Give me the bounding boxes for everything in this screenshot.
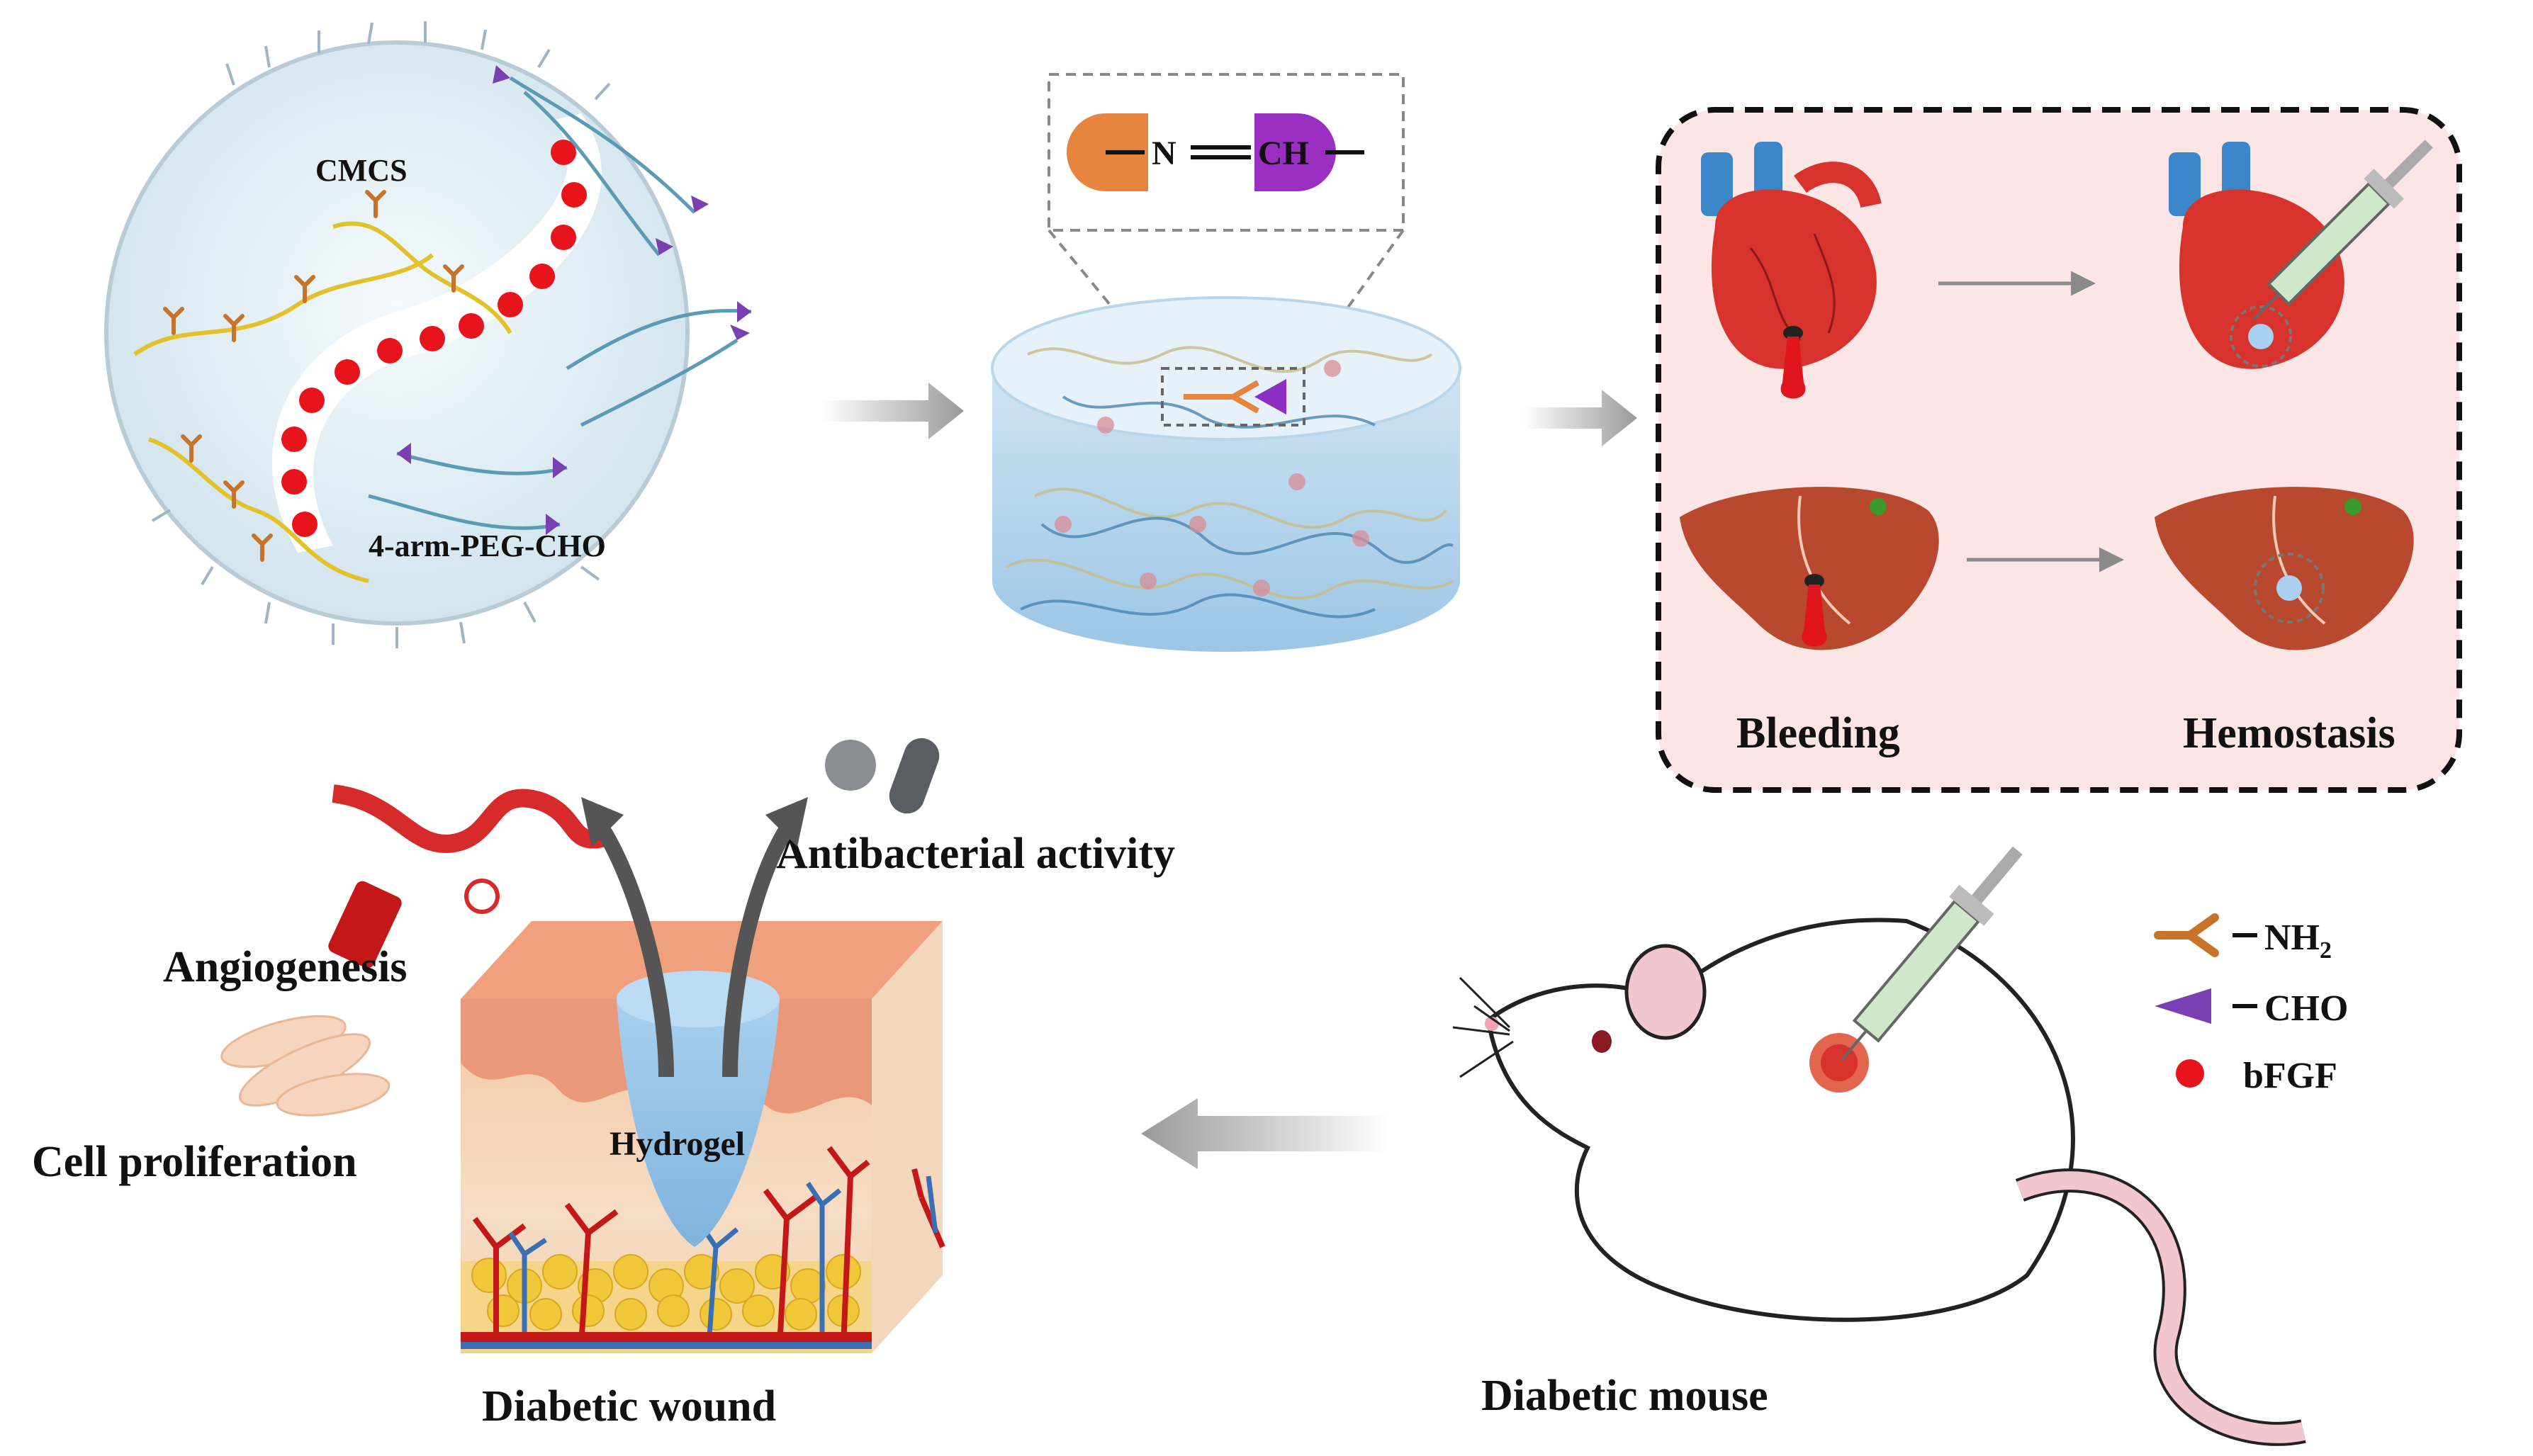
arrow-to-wound bbox=[1141, 1098, 1389, 1169]
crosslink-highlight bbox=[1161, 367, 1305, 427]
hemostasis-panel: Bleeding Hemostasis bbox=[1656, 107, 2462, 793]
antibacterial-label: Antibacterial activity bbox=[776, 830, 1175, 878]
peg-chains bbox=[368, 76, 752, 530]
gel-bfgf bbox=[1055, 360, 1369, 597]
hydrogel-label: Hydrogel bbox=[610, 1125, 745, 1163]
syringe-mouse bbox=[1840, 846, 2023, 1062]
release-arrow-left bbox=[595, 825, 674, 1078]
bacteria-rod-icon bbox=[889, 738, 940, 814]
heart-bleeding bbox=[1701, 142, 1882, 399]
gel-network-yellow bbox=[1006, 346, 1454, 600]
hemostasis-label: Hemostasis bbox=[2183, 709, 2396, 757]
capillaries-red bbox=[472, 1146, 945, 1347]
amine-groups bbox=[163, 190, 464, 562]
polymer-disk: CMCS 4-arm-PEG-CHO bbox=[104, 21, 752, 648]
mouse-tail bbox=[2016, 1171, 2305, 1443]
hydrogel-cylinder bbox=[991, 296, 1461, 652]
hydrogel-plug bbox=[617, 999, 780, 1247]
bond-n-label: N bbox=[1152, 135, 1176, 172]
legend: NH2 CHO bFGF bbox=[2154, 913, 2348, 1096]
legend-amine-icon bbox=[2154, 913, 2219, 957]
disk-edge-texture bbox=[151, 21, 611, 648]
angiogenesis-label: Angiogenesis bbox=[163, 943, 407, 991]
syringe-heart bbox=[2252, 140, 2433, 320]
diabetic-mouse: Diabetic mouse bbox=[1452, 846, 2306, 1446]
whiskers bbox=[1452, 976, 1514, 1078]
bacteria-coccus-icon bbox=[825, 740, 876, 791]
liver-treated bbox=[2155, 487, 2414, 650]
heart-treated bbox=[2169, 140, 2433, 369]
bleeding-label: Bleeding bbox=[1736, 709, 1900, 757]
schiff-bond-inset: N CH bbox=[1048, 73, 1405, 232]
diabetic-wound-label: Diabetic wound bbox=[482, 1382, 776, 1430]
legend-bfgf-label: bFGF bbox=[2243, 1056, 2337, 1096]
bfgf-dots bbox=[281, 140, 587, 537]
legend-bfgf-icon bbox=[2176, 1059, 2204, 1088]
gel-network-blue bbox=[1020, 395, 1454, 619]
peg-label: 4-arm-PEG-CHO bbox=[369, 529, 606, 563]
arrow-to-hydrogel bbox=[822, 383, 964, 439]
bond-ch-label: CH bbox=[1258, 135, 1309, 172]
cmcs-label: CMCS bbox=[315, 153, 408, 188]
blood-vessel-icon bbox=[332, 784, 613, 853]
skin-block: Hydrogel bbox=[461, 921, 945, 1353]
diabetic-mouse-label: Diabetic mouse bbox=[1481, 1372, 1768, 1420]
arrow-to-hemostasis bbox=[1524, 390, 1637, 446]
cmcs-chains bbox=[133, 221, 512, 583]
cell-proliferation-label: Cell proliferation bbox=[32, 1138, 357, 1186]
liver-bleeding bbox=[1680, 487, 1939, 650]
legend-amine-label: NH2 bbox=[2264, 918, 2332, 964]
legend-aldehyde-label: CHO bbox=[2264, 988, 2348, 1029]
legend-aldehyde-icon bbox=[2155, 988, 2211, 1024]
release-arrow-right bbox=[722, 825, 794, 1078]
cells-icon bbox=[220, 1015, 391, 1117]
aldehyde-groups bbox=[397, 65, 751, 535]
wound-section: Antibacterial activity Angiogenesis Cell… bbox=[32, 738, 1175, 1430]
